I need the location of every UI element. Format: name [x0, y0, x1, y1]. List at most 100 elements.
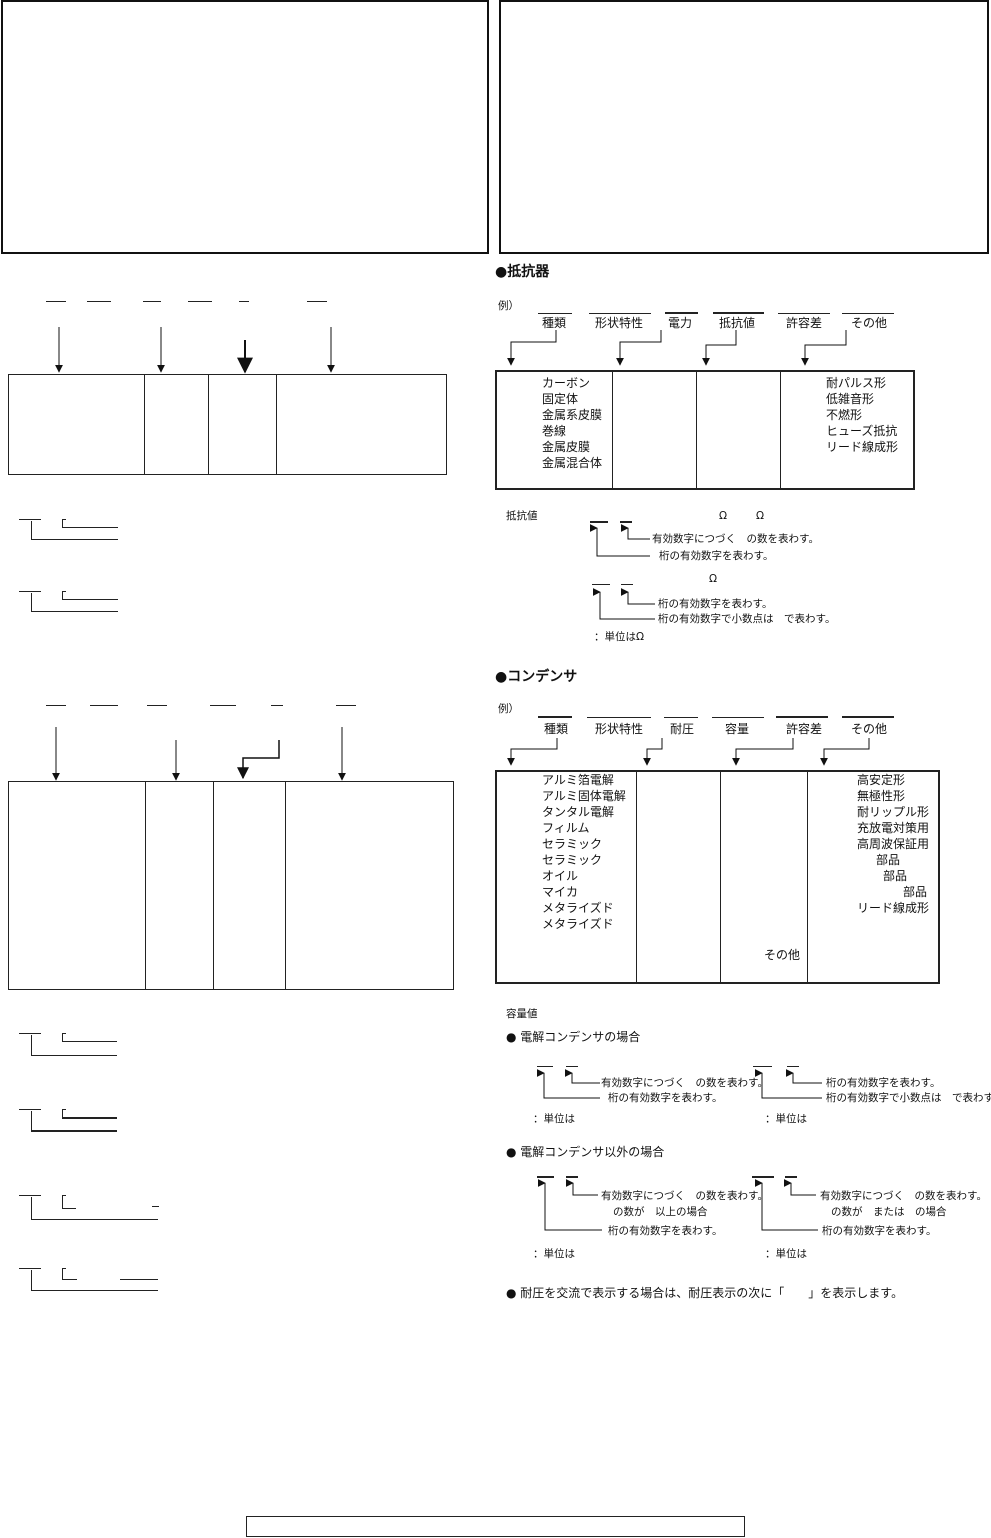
left-res-col-2 [208, 374, 209, 475]
res-col-line-6 [842, 313, 894, 314]
cap-other-item: 部品 [903, 885, 928, 899]
res-type-item: カーボン [542, 376, 591, 390]
n-note-1: 有効数字につづく の数を表わす。 [601, 1190, 768, 1202]
e-note-4: 桁の有効数字で小数点は で表わす。 [826, 1092, 991, 1104]
cap-other-item: 部品 [883, 869, 908, 883]
left-bracket-a2-tick [62, 591, 66, 592]
res-other-item: 低雑音形 [826, 392, 875, 406]
res-note-2: 桁の有効数字を表わす。 [659, 550, 774, 562]
cap-col-line-2 [587, 717, 651, 718]
left-cap-col-3 [285, 781, 286, 990]
top-left-frame [1, 0, 489, 254]
n-unit-right: ：単位は [765, 1248, 807, 1260]
left-cap-col-1 [145, 781, 146, 990]
cap-col-tolerance: 許容差 [786, 722, 823, 736]
resistor-heading: ●抵抗器 [495, 264, 550, 280]
res-type-item: 巻線 [542, 424, 567, 438]
left-bracket-b4-v1 [62, 1268, 63, 1279]
cap-type-item: タンタル電解 [542, 805, 615, 819]
left-cap-mark-3 [147, 705, 167, 706]
left-bracket-b2-v2 [31, 1111, 32, 1131]
cap-type-item: マイカ [542, 885, 579, 899]
ohm-symbol-a: Ω [719, 510, 728, 522]
left-res-mark-6 [307, 301, 327, 302]
capacitor-other-list: 高安定形 無極性形 耐リップル形 充放電対策用 高周波保証用 部品 部品 部品 … [857, 772, 929, 916]
left-bracket-b3-h1 [62, 1208, 76, 1209]
left-bracket-a2-top [19, 591, 41, 592]
left-bracket-b3-top [19, 1195, 41, 1196]
cap-type-item: セラミック [542, 853, 603, 867]
res-other-item: 耐パルス形 [826, 376, 887, 390]
left-bracket-b1-h1 [62, 1041, 117, 1042]
cap-type-item: メタライズド [542, 917, 614, 931]
left-cap-col-2 [213, 781, 214, 990]
cap-other-item: 無極性形 [857, 789, 906, 803]
left-cap-mark-4 [210, 705, 236, 706]
res-col-shape: 形状特性 [595, 316, 644, 330]
left-res-mark-4 [188, 301, 212, 302]
cap-type-item: アルミ箔電解 [542, 773, 614, 787]
res-col-other: その他 [851, 316, 888, 330]
e-digit-bar-2 [566, 1066, 578, 1067]
left-res-mark-5 [239, 301, 249, 302]
ohm-symbol-b: Ω [756, 510, 765, 522]
non-electrolytic-heading: ● 電解コンデンサ以外の場合 [506, 1145, 665, 1159]
res-unit-note: ：単位はΩ [594, 631, 645, 643]
left-bracket-a2-h1 [62, 599, 118, 600]
left-bracket-b4-tick [62, 1268, 66, 1269]
res-digit-bar-4 [621, 584, 633, 585]
n-digit-bar-1 [537, 1176, 554, 1178]
left-bracket-b2-v1 [62, 1109, 63, 1117]
left-bracket-b2-h2 [31, 1130, 117, 1132]
res-type-item: 金属系皮膜 [542, 408, 603, 422]
left-res-mark-1 [46, 301, 66, 302]
left-cap-mark-5 [271, 705, 283, 706]
left-bracket-a1-v2 [31, 521, 32, 539]
cap-col-other: その他 [851, 722, 888, 736]
cap-col-line-6 [842, 716, 894, 718]
left-bracket-b4-h1b [120, 1279, 158, 1280]
left-bracket-a1-top [19, 519, 41, 520]
res-digit-bar-3 [592, 584, 610, 585]
left-bracket-b1-v1 [62, 1033, 63, 1041]
electrolytic-heading: ● 電解コンデンサの場合 [506, 1030, 641, 1044]
res-table-col-3 [780, 371, 781, 489]
e-digit-bar-4 [787, 1066, 799, 1067]
cap-other-item: リード線成形 [857, 901, 930, 915]
cap-table-col-3 [807, 771, 808, 983]
res-other-item: ヒューズ抵抗 [826, 424, 898, 438]
left-bracket-b2-tick [62, 1109, 66, 1110]
resistor-type-list: カーボン 固定体 金属系皮膜 巻線 金属皮膜 金属混合体 [542, 375, 602, 471]
res-col-line-5 [778, 313, 830, 314]
left-bracket-a1-h1 [62, 527, 118, 528]
footer-frame [246, 1516, 745, 1537]
cap-col-voltage: 耐圧 [670, 722, 695, 736]
res-note-1: 有効数字につづく の数を表わす。 [652, 533, 819, 545]
left-bracket-b4-h1 [62, 1279, 77, 1280]
n-digit-bar-3 [752, 1176, 774, 1178]
res-table-col-1 [612, 371, 613, 489]
left-bracket-b4-v2 [31, 1270, 32, 1290]
left-bracket-b1-tick [62, 1033, 66, 1034]
left-cap-mark-1 [46, 705, 66, 706]
capacity-other-label: その他 [764, 948, 801, 962]
res-col-type: 種類 [542, 316, 567, 330]
left-bracket-b2-top [19, 1109, 41, 1110]
n-note-4: 桁の有効数字を表わす。 [822, 1225, 937, 1237]
left-capacitor-table [8, 781, 454, 990]
res-other-item: リード線成形 [826, 440, 899, 454]
cap-col-shape: 形状特性 [595, 722, 644, 736]
left-bracket-a1-v1 [62, 519, 63, 527]
cap-type-item: オイル [542, 869, 579, 883]
e-note-3: 桁の有効数字を表わす。 [826, 1077, 941, 1089]
cap-type-item: メタライズド [542, 901, 614, 915]
res-type-item: 固定体 [542, 392, 579, 406]
res-digit-bar-1 [590, 521, 608, 523]
cap-type-item: セラミック [542, 837, 603, 851]
left-bracket-a1-tick [62, 519, 66, 520]
left-bracket-b2-h1 [62, 1117, 117, 1119]
resistor-table [495, 370, 915, 490]
left-bracket-b4-top [19, 1268, 41, 1269]
resistance-value-title: 抵抗値 [506, 510, 538, 522]
